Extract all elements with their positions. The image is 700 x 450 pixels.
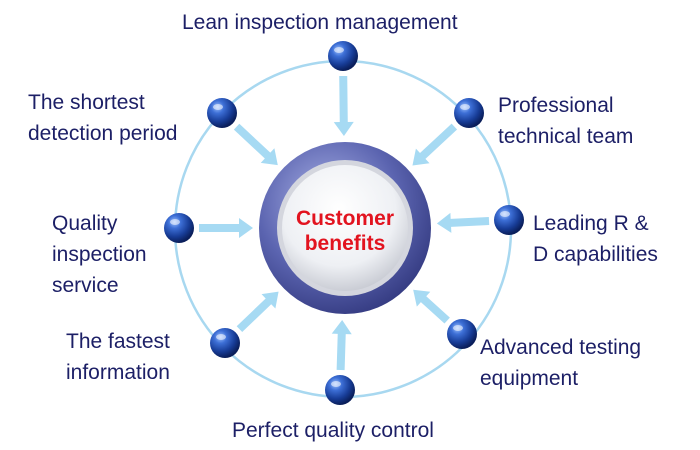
arrow-bottom — [331, 319, 352, 371]
node-bottom-left — [210, 328, 240, 358]
node-highlight-top-left — [213, 104, 223, 110]
label-left: Quality inspection service — [52, 212, 147, 297]
node-highlight-bottom-right — [453, 325, 463, 331]
center-label: Customer benefits — [295, 207, 395, 255]
arrow-top-right — [412, 123, 458, 166]
node-left — [164, 213, 194, 243]
node-highlight-left — [170, 219, 180, 225]
label-bottom: Perfect quality control — [232, 419, 434, 442]
arrow-right — [436, 212, 490, 233]
node-bottom-right — [447, 319, 477, 349]
node-top — [328, 41, 358, 71]
nodes-group — [164, 41, 524, 405]
arrow-top-left — [233, 123, 278, 166]
label-top-left: The shortest detection period — [28, 91, 178, 145]
node-highlight-right — [500, 211, 510, 217]
label-bottom-left: The fastest information — [66, 330, 170, 384]
label-top-right: Professional technical team — [498, 94, 634, 148]
node-right — [494, 205, 524, 235]
node-top-right — [454, 98, 484, 128]
label-top: Lean inspection management — [182, 11, 458, 34]
arrow-top — [333, 75, 354, 137]
node-highlight-top-right — [460, 104, 470, 110]
arrow-bottom-left — [236, 291, 279, 333]
center-hub-face — [282, 165, 408, 291]
arrows-group — [199, 75, 490, 371]
arrow-bottom-right — [413, 289, 450, 324]
node-bottom — [325, 375, 355, 405]
label-bottom-right: Advanced testing equipment — [480, 336, 642, 390]
arrow-left — [199, 218, 253, 238]
node-highlight-bottom — [331, 381, 341, 387]
label-right: Leading R & D capabilities — [533, 212, 658, 266]
node-highlight-bottom-left — [216, 334, 226, 340]
node-highlight-top — [334, 47, 344, 53]
node-top-left — [207, 98, 237, 128]
